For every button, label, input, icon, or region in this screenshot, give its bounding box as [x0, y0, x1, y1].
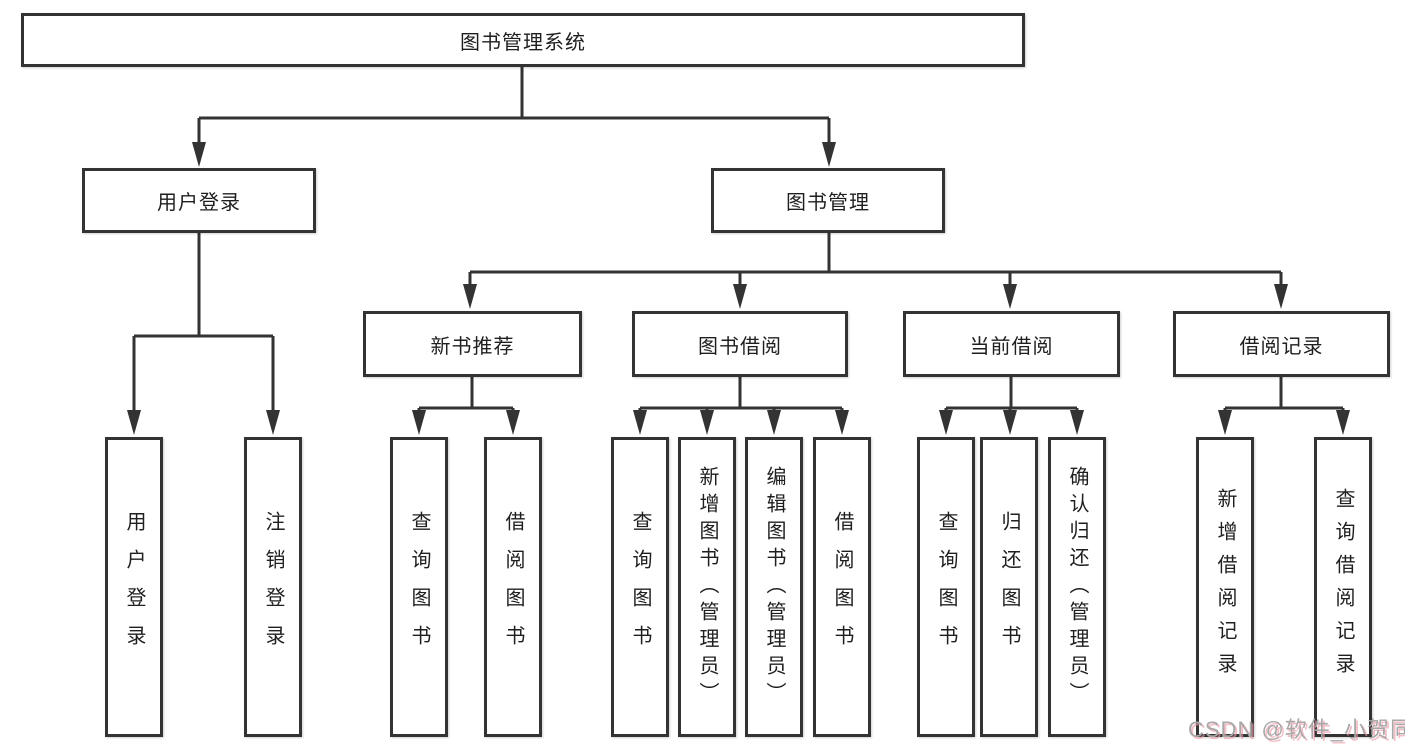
leaf-br-query-record-label: 查询借阅记录 — [1332, 488, 1354, 686]
leaf-user-login: 用户登录 — [105, 437, 163, 737]
leaf-br-query-record: 查询借阅记录 — [1314, 437, 1372, 737]
node-root-system: 图书管理系统 — [21, 13, 1025, 67]
connector-new-book — [417, 377, 515, 412]
node-book-management: 图书管理 — [711, 168, 945, 233]
node-new-book-recommend: 新书推荐 — [363, 311, 582, 377]
leaf-bb-borrow-books: 借阅图书 — [813, 437, 871, 737]
leaf-logout-label: 注销登录 — [262, 511, 284, 663]
leaf-bb-add-book-admin-label: 新增图书（管理员） — [696, 465, 718, 709]
leaf-br-add-record: 新增借阅记录 — [1196, 437, 1254, 737]
connector-user-login — [132, 233, 275, 412]
connector-borrow-records — [1223, 377, 1345, 412]
leaf-logout: 注销登录 — [244, 437, 302, 737]
connector-book-management — [468, 233, 1283, 286]
node-user-login-group: 用户登录 — [82, 168, 316, 233]
connector-current-borrow — [944, 377, 1079, 412]
node-book-borrow-label: 图书借阅 — [698, 335, 782, 358]
node-user-login-label: 用户登录 — [157, 192, 241, 214]
leaf-cb-confirm-return-admin: 确认归还（管理员） — [1048, 437, 1106, 737]
leaf-cb-return-books-label: 归还图书 — [998, 511, 1020, 663]
leaf-cb-query-books-label: 查询图书 — [935, 511, 957, 663]
node-borrow-records-label: 借阅记录 — [1239, 335, 1324, 358]
connector-root — [197, 67, 831, 144]
leaf-bb-edit-book-admin: 编辑图书（管理员） — [745, 437, 803, 737]
leaf-bb-query-books: 查询图书 — [611, 437, 669, 737]
node-borrow-records: 借阅记录 — [1173, 311, 1390, 377]
node-root-label: 图书管理系统 — [460, 31, 586, 54]
leaf-bb-edit-book-admin-label: 编辑图书（管理员） — [763, 465, 785, 709]
leaf-nb-query-books-label: 查询图书 — [408, 511, 430, 663]
leaf-cb-confirm-return-admin-label: 确认归还（管理员） — [1066, 465, 1088, 709]
node-book-borrow: 图书借阅 — [632, 311, 848, 377]
node-new-book-recommend-label: 新书推荐 — [430, 335, 515, 358]
leaf-bb-add-book-admin: 新增图书（管理员） — [678, 437, 736, 737]
leaf-nb-query-books: 查询图书 — [390, 437, 448, 737]
leaf-nb-borrow-books-label: 借阅图书 — [502, 511, 524, 663]
leaf-cb-return-books: 归还图书 — [980, 437, 1038, 737]
node-current-borrow-label: 当前借阅 — [969, 335, 1054, 358]
leaf-br-add-record-label: 新增借阅记录 — [1214, 488, 1236, 686]
connector-book-borrow — [638, 377, 844, 412]
leaf-bb-borrow-books-label: 借阅图书 — [831, 511, 853, 663]
node-current-borrow: 当前借阅 — [903, 311, 1120, 377]
node-book-management-label: 图书管理 — [786, 192, 870, 214]
csdn-watermark: CSDN @软件_小贺同学 — [1188, 717, 1405, 742]
leaf-bb-query-books-label: 查询图书 — [629, 511, 651, 663]
leaf-user-login-label: 用户登录 — [123, 511, 145, 663]
leaf-cb-query-books: 查询图书 — [917, 437, 975, 737]
leaf-nb-borrow-books: 借阅图书 — [484, 437, 542, 737]
